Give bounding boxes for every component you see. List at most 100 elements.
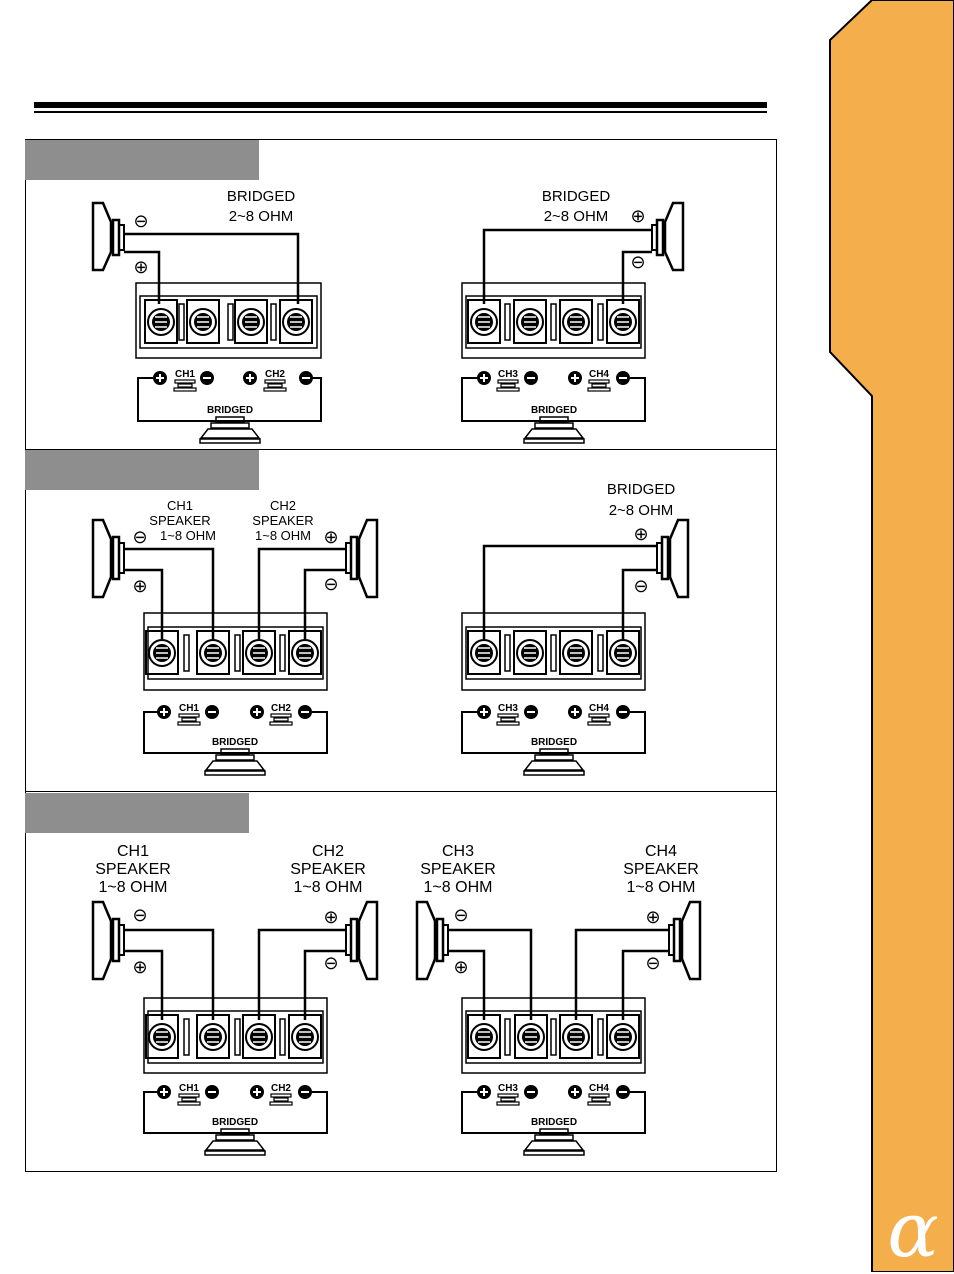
ch3-label: CH3: [498, 703, 518, 714]
speaker-label: SPEAKER: [623, 861, 699, 878]
screw-terminal-icon: [513, 630, 547, 675]
plus-symbol: ⊕: [132, 957, 147, 977]
section-1-diagram: BRIDGED 2~8 OHM ⊖ ⊕: [91, 188, 685, 444]
screw-terminal-icon: [242, 630, 276, 675]
minus-symbol: ⊖: [645, 953, 660, 973]
speaker-icon: [91, 518, 125, 599]
bridged-label: BRIDGED: [607, 481, 676, 498]
minus-symbol: ⊖: [133, 211, 148, 231]
screw-terminal-icon: [288, 1014, 322, 1059]
plus-symbol: ⊕: [633, 524, 648, 544]
section-3-tab: [25, 793, 249, 833]
minus-symbol: ⊖: [323, 953, 338, 973]
ch4-label: CH4: [589, 703, 609, 714]
screw-terminal-icon: [559, 1014, 593, 1059]
screw-terminal-icon: [196, 1014, 230, 1059]
ch3-label: CH3: [498, 369, 518, 380]
speaker-icon: [345, 900, 379, 981]
speaker-label: SPEAKER: [252, 513, 313, 528]
ch3-speaker-title: CH3: [442, 843, 474, 860]
screw-terminal-icon: [606, 1014, 640, 1059]
screw-terminal-icon: [279, 299, 313, 344]
minus-symbol: ⊖: [132, 905, 147, 925]
speaker-icon: [415, 900, 449, 981]
ohm-label: 1~8 OHM: [160, 528, 216, 543]
minus-symbol: ⊖: [630, 252, 645, 272]
minus-symbol: ⊖: [323, 574, 338, 594]
stereo-output-ch3-ch4: CH3 SPEAKER 1~8 OHM CH4 SPEAKER 1~8 OHM …: [415, 843, 702, 1156]
ch2-label: CH2: [271, 703, 291, 714]
terminal-block: [461, 282, 646, 359]
ohm-label: 2~8 OHM: [609, 502, 674, 519]
speaker-icon: [91, 900, 125, 981]
ohm-label: 2~8 OHM: [544, 208, 609, 225]
channel-legend: CH1 CH2 BRIDGED: [143, 703, 328, 776]
section-divider: [25, 791, 777, 792]
section-divider: [25, 449, 777, 450]
screw-terminal-icon: [467, 299, 501, 344]
bridged-speaker-icon: [523, 1128, 585, 1156]
ch2-speaker-title: CH2: [312, 843, 344, 860]
ch4-label: CH4: [589, 369, 609, 380]
plus-symbol: ⊕: [630, 206, 645, 226]
screw-terminal-icon: [606, 299, 640, 344]
section-1-tab: [25, 140, 259, 180]
ohm-label: 1~8 OHM: [424, 879, 493, 896]
channel-legend: CH1 CH2 BRIDGED: [137, 369, 322, 444]
ch2-label: CH2: [271, 1083, 291, 1094]
channel-legend: CH3 CH4 BRIDGED: [461, 703, 646, 776]
plus-symbol: ⊕: [133, 257, 148, 277]
terminal-block: [135, 282, 322, 359]
speaker-label: SPEAKER: [149, 513, 210, 528]
legend-bridged-label: BRIDGED: [212, 1117, 258, 1128]
screw-terminal-icon: [559, 299, 593, 344]
speaker-icon: [345, 518, 379, 599]
bridged-label: BRIDGED: [227, 188, 296, 205]
section-2-tab: [25, 450, 259, 490]
legend-bridged-label: BRIDGED: [531, 737, 577, 748]
terminal-block: [143, 612, 328, 691]
terminal-block: [461, 612, 646, 691]
plus-symbol: ⊕: [453, 957, 468, 977]
speaker-icon: [91, 201, 125, 272]
plus-symbol: ⊕: [323, 527, 338, 547]
screw-terminal-icon: [467, 630, 501, 675]
channel-legend: CH1 CH2 BRIDGED: [143, 1083, 328, 1156]
screw-terminal-icon: [145, 1014, 179, 1059]
screw-terminal-icon: [514, 1014, 548, 1059]
ch4-speaker-title: CH4: [645, 843, 677, 860]
screw-terminal-icon: [559, 630, 593, 675]
header-rule: [34, 102, 767, 108]
screw-terminal-icon: [186, 299, 220, 344]
ch1-label: CH1: [179, 1083, 199, 1094]
bridged-speaker-icon: [204, 1128, 266, 1156]
legend-bridged-label: BRIDGED: [207, 405, 253, 416]
bridged-speaker-icon: [204, 748, 266, 776]
legend-bridged-label: BRIDGED: [212, 737, 258, 748]
ohm-label: 1~8 OHM: [294, 879, 363, 896]
terminal-block: [143, 997, 328, 1074]
header-rule-thin: [34, 111, 767, 113]
screw-terminal-icon: [606, 630, 640, 675]
legend-bridged-label: BRIDGED: [531, 405, 577, 416]
speaker-label: SPEAKER: [290, 861, 366, 878]
screw-terminal-icon: [242, 1014, 276, 1059]
screw-terminal-icon: [513, 299, 547, 344]
alpha-logo: α: [887, 1185, 939, 1274]
section-3-diagram: CH1 SPEAKER 1~8 OHM CH2 SPEAKER 1~8 OHM …: [91, 843, 702, 1156]
stereo-output-ch1-ch2: CH1 SPEAKER 1~8 OHM CH2 SPEAKER 1~8 OHM …: [91, 843, 379, 1156]
diagram-frame: [25, 139, 777, 1172]
plus-symbol: ⊕: [645, 907, 660, 927]
bridged-label: BRIDGED: [542, 188, 611, 205]
ch1-label: CH1: [179, 703, 199, 714]
channel-legend: CH3 CH4 BRIDGED: [461, 369, 646, 444]
minus-symbol: ⊖: [633, 576, 648, 596]
legend-bridged-label: BRIDGED: [531, 1117, 577, 1128]
ch1-speaker-title: CH1: [167, 498, 193, 513]
minus-symbol: ⊖: [132, 527, 147, 547]
speaker-icon: [651, 201, 685, 272]
screw-terminal-icon: [145, 630, 179, 675]
screw-terminal-icon: [144, 299, 178, 344]
ohm-label: 2~8 OHM: [229, 208, 294, 225]
